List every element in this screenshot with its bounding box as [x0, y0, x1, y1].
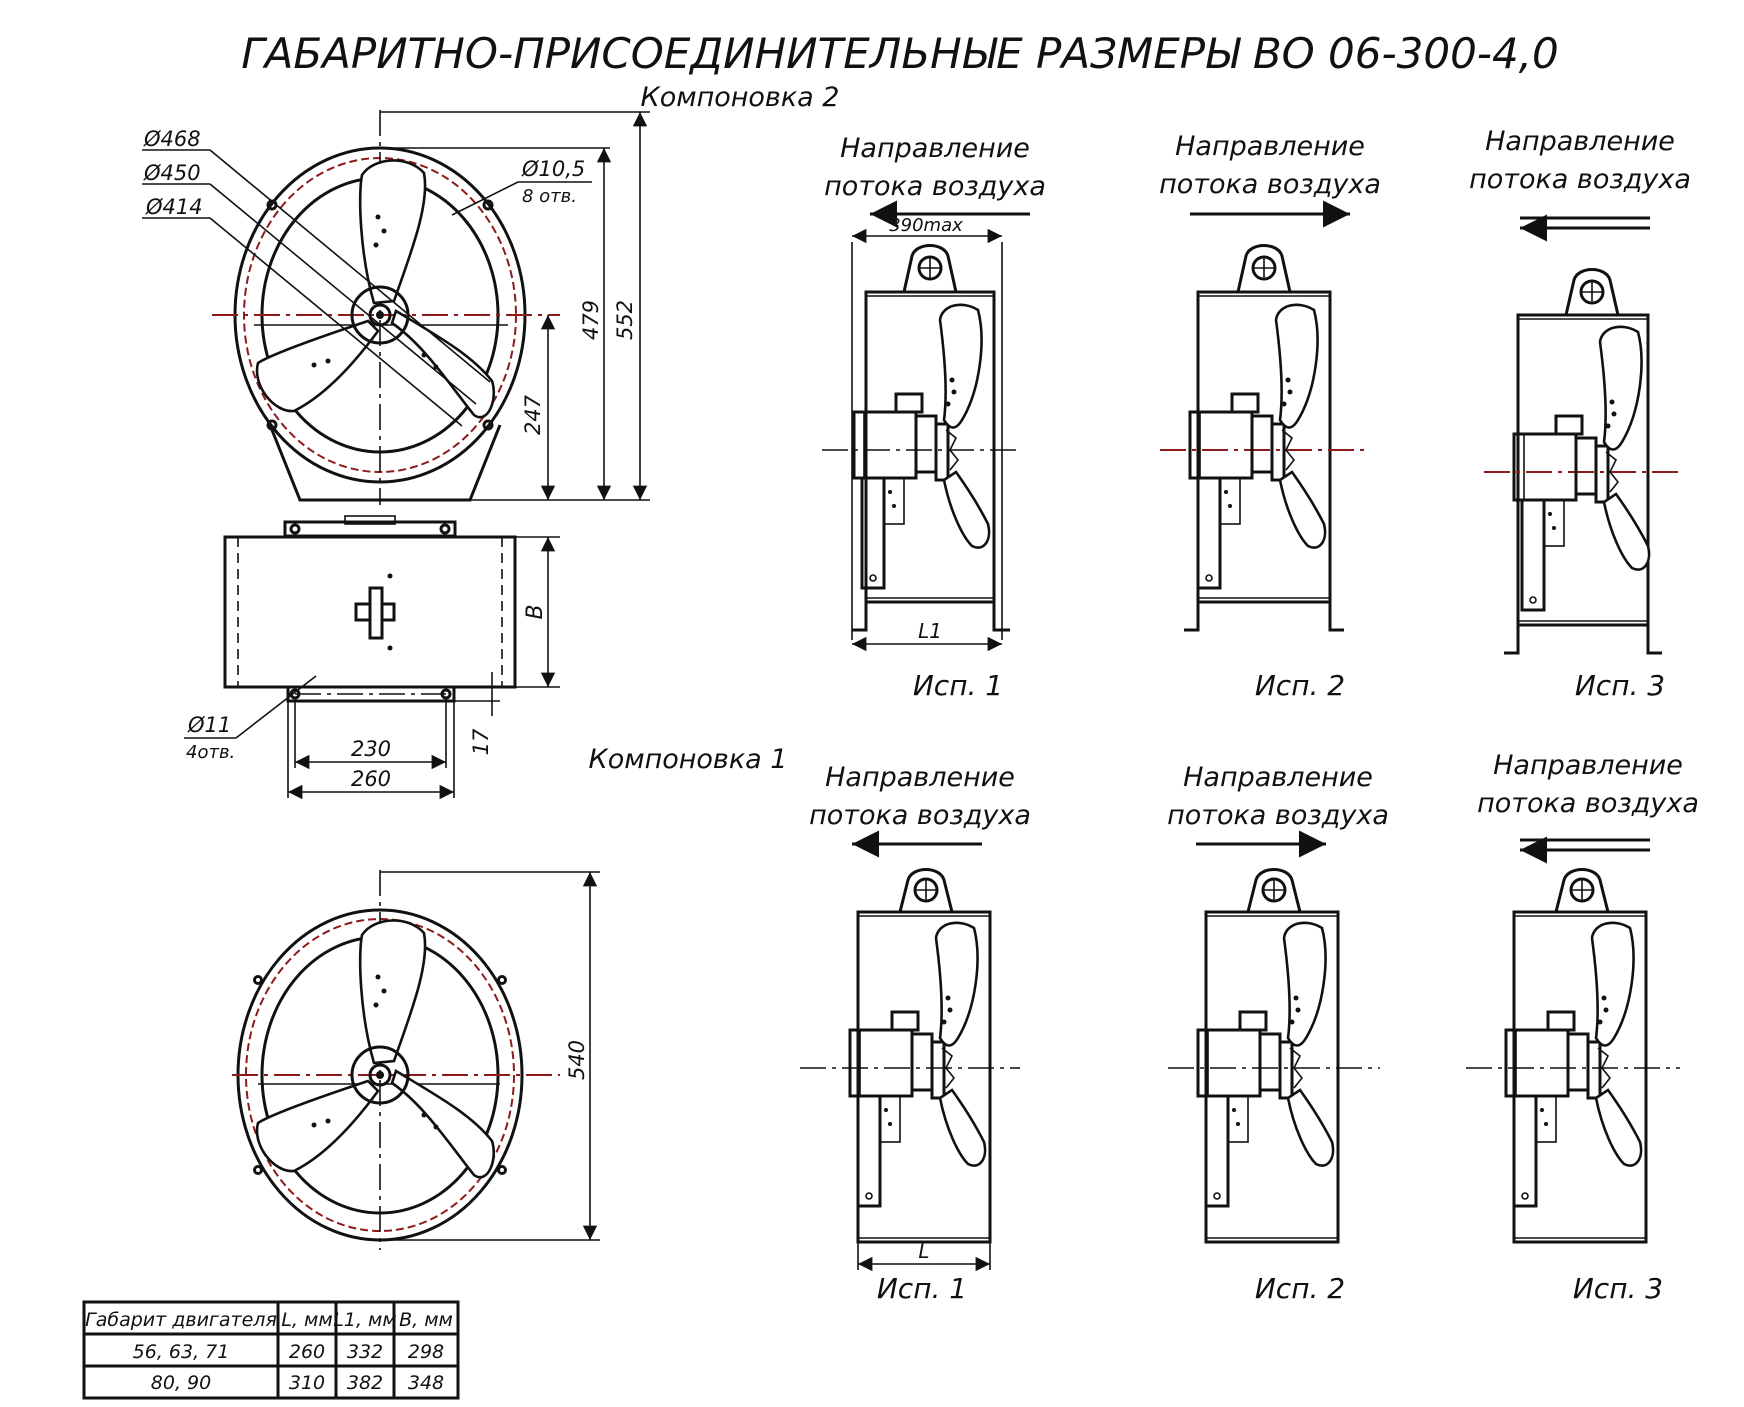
version-label: Исп. 1 [877, 1272, 967, 1305]
layout1-version1: Направление потока воздуха L Исп. 1 [800, 762, 1031, 1305]
dim-b: B [523, 604, 548, 619]
front-view-layout2: Ø468 Ø450 Ø414 Ø10,5 8 отв. 552 479 247 [142, 110, 650, 505]
front-view-layout1: 540 [232, 870, 600, 1250]
dim-d468: Ø468 [143, 127, 201, 151]
flow-label-line2: потока воздуха [1167, 800, 1389, 831]
flow-label-line1: Направление [1493, 750, 1683, 781]
version-label: Исп. 3 [1575, 669, 1665, 702]
dim-d450: Ø450 [143, 161, 201, 185]
table-header-cell: Габарит двигателя [85, 1309, 277, 1331]
layout1-version3: Направление потока воздуха Исп. 3 [1466, 750, 1699, 1305]
table-header-cell: L1, мм [333, 1309, 396, 1331]
flow-label-line2: потока воздуха [824, 171, 1046, 202]
layout1-version2: Направление потока воздуха Исп. 2 [1167, 762, 1389, 1305]
flow-label-line1: Направление [1175, 131, 1365, 162]
dim-540: 540 [565, 1040, 589, 1080]
table-cell: 80, 90 [151, 1372, 211, 1394]
flow-label-line2: потока воздуха [1159, 169, 1381, 200]
table-cell: 56, 63, 71 [133, 1341, 230, 1363]
table-header-cell: L, мм [281, 1309, 332, 1331]
flow-label-line2: потока воздуха [1477, 788, 1699, 819]
layout2-version2: Направление потока воздуха Исп. 2 [1159, 131, 1381, 702]
flow-label-line1: Направление [1183, 762, 1373, 793]
flow-label-line1: Направление [1485, 126, 1675, 157]
flow-label-line2: потока воздуха [809, 800, 1031, 831]
dim-d414: Ø414 [145, 195, 203, 219]
dim-17: 17 [469, 728, 493, 755]
layout2-label: Компоновка 2 [641, 82, 840, 113]
dim-hole-diameter: Ø10,5 [521, 157, 585, 181]
drawing-title: ГАБАРИТНО-ПРИСОЕДИНИТЕЛЬНЫЕ РАЗМЕРЫ ВО 0… [241, 29, 1559, 78]
dim-foot-hole-diameter: Ø11 [187, 713, 231, 737]
table-cell: 310 [289, 1372, 325, 1394]
dim-479: 479 [579, 300, 603, 340]
table-header-cell: B, мм [399, 1309, 453, 1331]
table-cell: 382 [347, 1372, 383, 1394]
dim-247: 247 [521, 394, 545, 435]
dim-l1: L1 [918, 619, 942, 643]
dimensions-table: Габарит двигателя L, мм L1, мм B, мм 56,… [82, 1300, 460, 1400]
layout2-version1: Направление потока воздуха 390max L1 Исп… [822, 133, 1046, 702]
flow-label-line1: Направление [825, 762, 1015, 793]
dim-260: 260 [351, 767, 391, 791]
table-cell: 298 [408, 1341, 444, 1363]
table-cell: 332 [347, 1341, 383, 1363]
dim-l: L [918, 1239, 929, 1263]
dim-foot-hole-count: 4отв. [186, 742, 235, 763]
layout1-label: Компоновка 1 [589, 744, 788, 775]
dim-hole-count: 8 отв. [522, 186, 577, 207]
version-label: Исп. 1 [913, 669, 1003, 702]
dim-390max: 390max [889, 215, 963, 236]
layout2-version3: Направление потока воздуха Исп. 3 [1469, 126, 1691, 702]
flow-label-line1: Направление [840, 133, 1030, 164]
version-label: Исп. 2 [1255, 1272, 1345, 1305]
flow-label-line2: потока воздуха [1469, 164, 1691, 195]
version-label: Исп. 2 [1255, 669, 1345, 702]
top-view-layout2: B Ø11 4отв. 230 260 17 [184, 515, 560, 800]
dim-552: 552 [613, 300, 637, 340]
version-label: Исп. 3 [1573, 1272, 1663, 1305]
dim-230: 230 [351, 737, 391, 761]
table-cell: 348 [408, 1372, 444, 1394]
table-cell: 260 [289, 1341, 325, 1363]
